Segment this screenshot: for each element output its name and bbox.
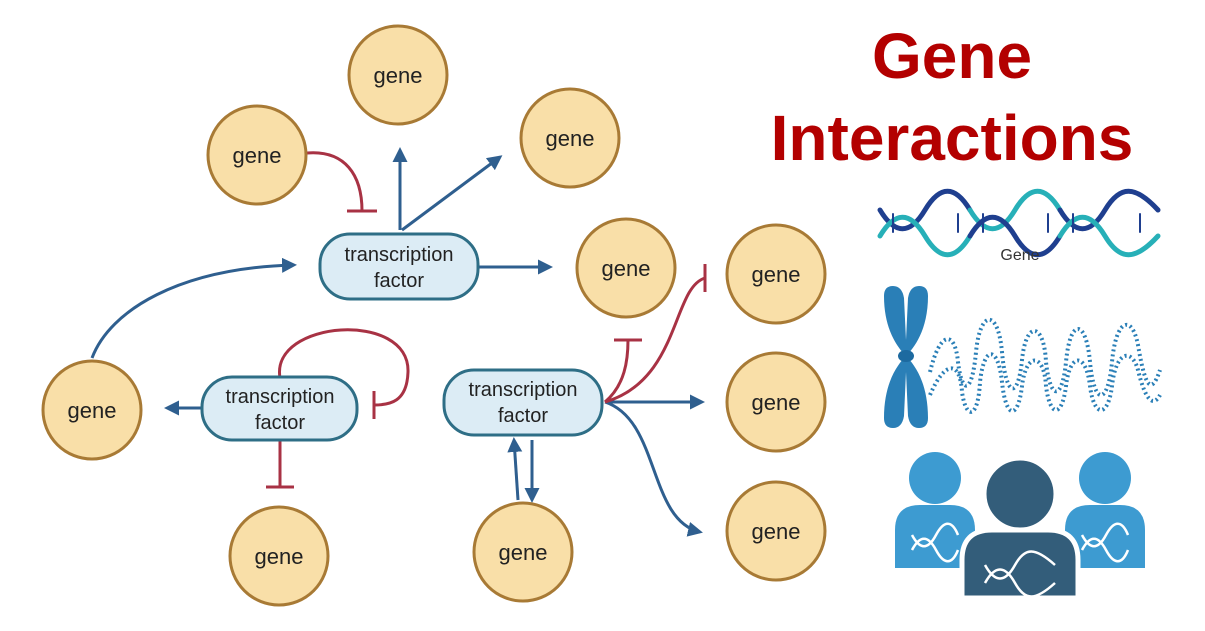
transcription-factor-node: transcription factor [442,368,604,437]
gene-node: gene [575,217,677,319]
gene-node: gene [725,351,827,453]
gene-nodes: gene gene gene gene gene gene gene gene [41,24,827,607]
gene-label: gene [255,544,304,569]
inhibition-edge [604,339,630,404]
inhibition-edge [306,151,364,212]
gene-node: gene [725,480,827,582]
gene-node: gene [206,104,308,206]
gene-label: gene [233,143,282,168]
tf-label-line2: factor [374,270,424,292]
title-block: Gene Interactions [771,20,1134,174]
tf-label-line2: factor [498,405,548,427]
gene-label: gene [752,519,801,544]
gene-node: gene [725,223,827,325]
chromosome-icon [884,286,1162,428]
gene-node: gene [472,501,574,603]
tf-label-line1: transcription [469,379,578,401]
gene-node: gene [41,359,143,461]
transcription-factor-node: transcription factor [318,232,480,301]
gene-label: gene [374,63,423,88]
gene-label: gene [752,262,801,287]
gene-label: gene [546,126,595,151]
activation-edge [401,155,503,232]
activation-edge [604,400,703,537]
transcription-factor-nodes: transcription factor transcription facto… [200,232,604,442]
activation-edge [90,257,297,359]
activation-edges [90,147,705,537]
title-line1: Gene [872,20,1032,92]
inhibition-edge [604,276,706,404]
inhibition-edges [266,151,707,489]
gene-label: gene [68,398,117,423]
gene-node: gene [347,24,449,126]
gene-label: gene [752,390,801,415]
tf-label-line1: transcription [345,244,454,266]
activation-edge [507,437,523,501]
tf-label-line1: transcription [226,386,335,408]
dna-helix-icon [877,188,1161,258]
people-dna-icon [895,452,1145,601]
gene-node: gene [228,505,330,607]
title-line2: Interactions [771,102,1134,174]
gene-node: gene [519,87,621,189]
transcription-factor-node: transcription factor [200,375,359,442]
inhibition-edge [278,328,410,407]
gene-label: gene [602,256,651,281]
dna-caption: Gene [1000,247,1039,264]
tf-label-line2: factor [255,412,305,434]
gene-label: gene [499,540,548,565]
